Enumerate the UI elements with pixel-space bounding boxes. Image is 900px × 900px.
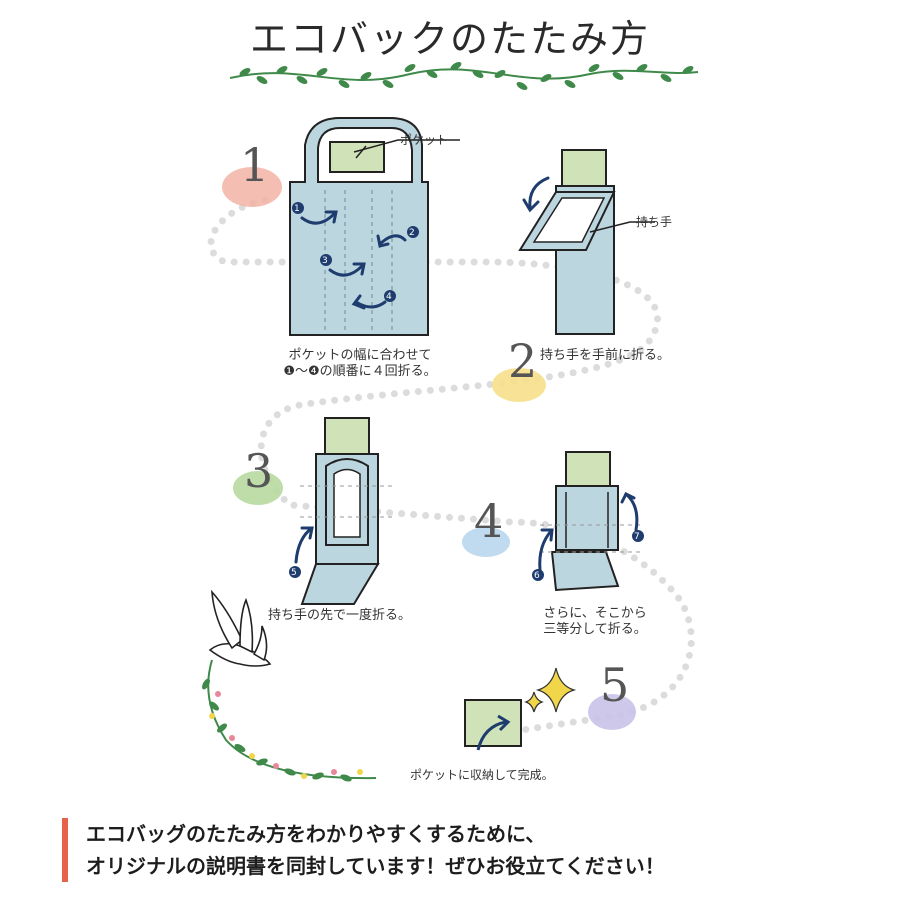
footer-line-1: エコバッグのたたみ方をわかりやすくするために、 xyxy=(86,822,546,846)
caption-step-1-line-1: ポケットの幅に合わせて xyxy=(288,348,432,363)
footer-line-2: オリジナルの説明書を同封しています！ぜひお役立てください！ xyxy=(86,854,665,878)
blob-step-5 xyxy=(588,694,636,730)
marker-1: 1 xyxy=(294,204,300,214)
fold-arrows xyxy=(294,176,639,572)
marker-2: 2 xyxy=(409,228,415,238)
step-1-bag xyxy=(289,117,460,336)
blob-step-4 xyxy=(462,527,510,557)
step-number-3: 3 xyxy=(244,444,274,498)
marker-4: 4 xyxy=(386,292,392,302)
callout-handle: 持ち手 xyxy=(636,215,673,229)
step-number-5: 5 xyxy=(600,658,630,712)
step-5-pouch xyxy=(464,699,522,751)
caption-step-5: ポケットに収納して完成。 xyxy=(410,767,554,783)
blob-step-3 xyxy=(233,471,283,505)
blob-step-2 xyxy=(492,368,546,402)
marker-3: 3 xyxy=(322,256,328,266)
callout-pocket: ポケット xyxy=(400,133,449,147)
caption-step-3: 持ち手の先で一度折る。 xyxy=(268,608,411,624)
step-2-bag xyxy=(518,149,655,335)
step-number-4: 4 xyxy=(474,494,504,548)
blob-step-1 xyxy=(222,167,282,207)
flower-vine xyxy=(202,659,377,782)
caption-step-5-line-1: ポケットに収納して完成。 xyxy=(410,768,554,782)
step-number-2: 2 xyxy=(508,334,538,388)
marker-7: 7 xyxy=(634,532,640,542)
step-number-1: 1 xyxy=(240,138,270,192)
title-vine xyxy=(229,62,699,90)
caption-step-2: 持ち手を手前に折る。 xyxy=(540,348,670,364)
footer-note: エコバッグのたたみ方をわかりやすくするために、 オリジナルの説明書を同封していま… xyxy=(62,818,882,882)
marker-5: 5 xyxy=(291,568,297,578)
caption-step-3-line-1: 持ち手の先で一度折る。 xyxy=(268,608,412,623)
step-4-bag xyxy=(540,451,640,592)
step-3-bag xyxy=(300,417,395,605)
caption-step-1-line-2: ❶〜❹の順番に４回折る。 xyxy=(283,364,437,379)
caption-step-4-line-2: 三等分して折る。 xyxy=(543,622,647,637)
caption-step-2-line-1: 持ち手を手前に折る。 xyxy=(540,348,671,363)
caption-step-4-line-1: さらに、そこから xyxy=(543,606,647,621)
marker-6: 6 xyxy=(534,571,540,581)
page-title: エコバックのたたみ方 xyxy=(249,17,650,61)
dotted-path xyxy=(207,196,695,742)
sparkle-icon xyxy=(524,667,577,713)
caption-step-1: ポケットの幅に合わせて ❶〜❹の順番に４回折る。 xyxy=(250,348,470,380)
step-markers xyxy=(289,202,644,581)
caption-step-4: さらに、そこから 三等分して折る。 xyxy=(520,606,670,638)
bird-icon xyxy=(208,589,272,667)
